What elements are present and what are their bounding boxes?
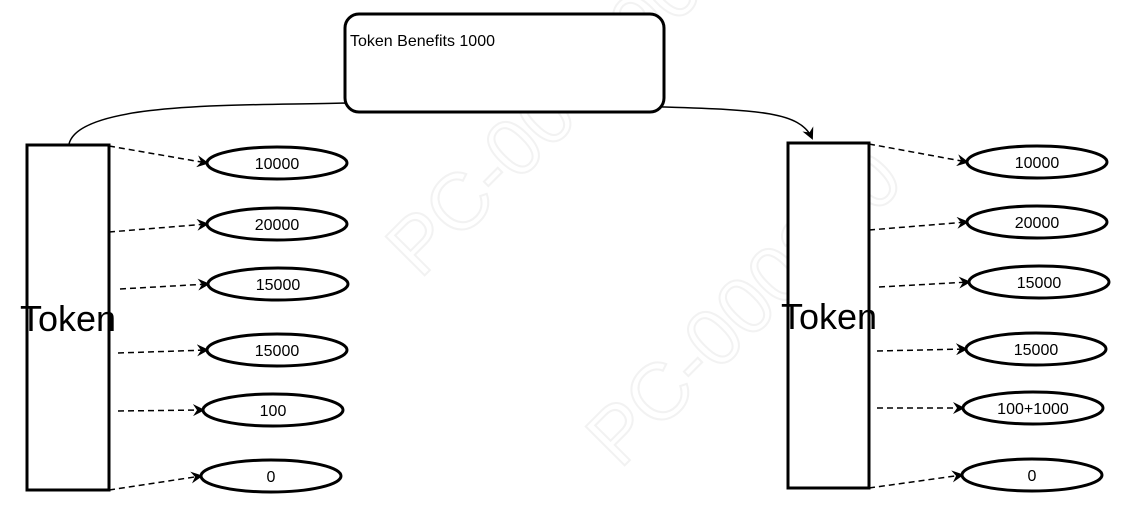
- value-node[interactable]: 10000: [965, 144, 1109, 180]
- dashed-arrow: [117, 344, 209, 357]
- value-ellipse: [961, 390, 1105, 426]
- value-node[interactable]: 15000: [967, 264, 1111, 300]
- dashed-arrow: [108, 471, 203, 491]
- value-label: 20000: [1015, 215, 1060, 232]
- dashed-arrow: [868, 143, 969, 167]
- value-ellipse: [967, 264, 1111, 300]
- value-ellipse: [199, 458, 343, 494]
- value-label: 20000: [255, 217, 300, 234]
- value-ellipse: [205, 145, 349, 181]
- value-node[interactable]: 15000: [205, 332, 349, 368]
- left-token-label: Token: [20, 298, 116, 339]
- dashed-arrow: [878, 276, 971, 289]
- value-ellipse: [205, 332, 349, 368]
- benefit-connector: [68, 102, 814, 145]
- value-node[interactable]: 10000: [205, 145, 349, 181]
- value-node[interactable]: 100: [201, 392, 345, 428]
- value-node[interactable]: 0: [199, 458, 343, 494]
- dashed-arrow: [876, 343, 968, 356]
- value-label: 10000: [1015, 155, 1060, 172]
- value-label: 100+1000: [997, 401, 1069, 418]
- right-token-label: Token: [781, 296, 877, 337]
- value-ellipse: [201, 392, 345, 428]
- left-token[interactable]: Token: [20, 143, 116, 492]
- value-label: 15000: [256, 277, 301, 294]
- dashed-arrow: [868, 470, 964, 489]
- value-node[interactable]: 20000: [965, 204, 1109, 240]
- left-value-list: 10000 20000 15000 15000 100 0: [108, 145, 350, 494]
- value-node[interactable]: 20000: [205, 206, 349, 242]
- value-label: 0: [267, 469, 276, 486]
- value-label: 100: [260, 403, 287, 420]
- value-label: 15000: [255, 343, 300, 360]
- dashed-arrow: [108, 145, 209, 168]
- value-ellipse: [206, 266, 350, 302]
- value-label: 15000: [1017, 275, 1062, 292]
- value-node[interactable]: 15000: [964, 331, 1108, 367]
- dashed-arrow: [117, 404, 205, 417]
- value-label: 0: [1028, 468, 1037, 485]
- right-value-list: 10000 20000 15000 15000 100+1000 0: [868, 143, 1111, 493]
- dashed-arrow: [108, 218, 209, 233]
- value-label: 15000: [1014, 342, 1059, 359]
- dashed-arrow: [119, 278, 210, 291]
- benefits-box[interactable]: Token Benefits 1000: [343, 12, 666, 114]
- value-label: 10000: [255, 156, 300, 173]
- value-node[interactable]: 0: [960, 457, 1104, 493]
- value-ellipse: [964, 331, 1108, 367]
- value-ellipse: [965, 144, 1109, 180]
- benefits-box-label: Token Benefits 1000: [350, 33, 495, 50]
- dashed-arrow: [868, 216, 969, 231]
- value-node[interactable]: 100+1000: [961, 390, 1105, 426]
- value-ellipse: [960, 457, 1104, 493]
- value-node[interactable]: 15000: [206, 266, 350, 302]
- value-ellipse: [205, 206, 349, 242]
- value-ellipse: [965, 204, 1109, 240]
- right-token[interactable]: Token: [781, 141, 877, 490]
